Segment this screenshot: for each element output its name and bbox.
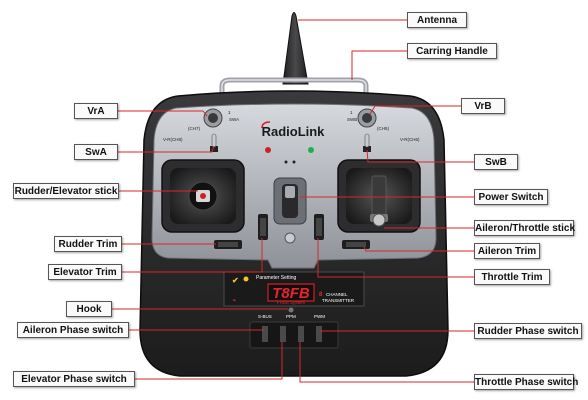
ch6-tag: V-R(CH6) [400, 137, 420, 142]
label-hook: Hook [66, 301, 112, 317]
speaker-hole [284, 160, 288, 164]
panel-indicator-icon [243, 276, 249, 282]
leader-swa [118, 145, 215, 153]
label-power-switch: Power Switch [474, 189, 548, 205]
parameter-panel: Parameter Setting ✔ T8FB FHSS System 8 C… [223, 271, 365, 307]
panel-icon: ✔ [232, 276, 239, 285]
channel-text: CHANNEL [326, 292, 348, 297]
leader-throttle-phase [299, 342, 474, 383]
port-label-sbus: S-BUS [258, 314, 272, 319]
elevator-trim[interactable] [258, 214, 268, 240]
power-switch[interactable] [273, 177, 307, 225]
transmitter-text: TRANSMITTER [322, 298, 355, 303]
ch8-tag: V-R(CH8) [163, 137, 183, 142]
center-knob [284, 232, 296, 244]
swb-position-tag: 1 [350, 110, 353, 115]
brand-logo: RadioLink [262, 124, 326, 139]
speaker-hole [292, 160, 296, 164]
vra-knob[interactable] [203, 108, 223, 128]
rudder-trim[interactable] [214, 240, 242, 249]
label-antenna: Antenna [407, 12, 467, 28]
parameter-setting-text: Parameter Setting [256, 275, 297, 281]
label-aileron-throttle-stick: Aileron/Throttle stick [474, 220, 575, 236]
panel-logo-icon: ⌁ [232, 298, 236, 304]
red-led [265, 147, 271, 153]
label-rudder-trim: Rudder Trim [54, 236, 122, 252]
green-led [308, 147, 314, 153]
port-label-ppm: PPM [286, 314, 296, 319]
label-swb: SwB [474, 154, 518, 170]
swb-switch[interactable] [363, 133, 371, 152]
vrb-knob[interactable] [357, 108, 377, 128]
label-throttle-trim: Throttle Trim [474, 269, 550, 285]
swb-tag: SWB [347, 117, 357, 122]
label-vra: VrA [74, 103, 118, 119]
swa-switch[interactable] [210, 133, 218, 152]
leader-vra [118, 110, 208, 117]
label-throttle-phase-switch: Throttle Phase switch [474, 374, 578, 390]
left-gimbal[interactable] [161, 159, 245, 233]
aileron-trim[interactable] [342, 240, 370, 249]
rudder-phase-switch[interactable] [316, 326, 322, 342]
phase-switches[interactable] [249, 321, 339, 349]
label-aileron-phase-switch: Aileron Phase switch [17, 322, 129, 338]
port-label-pwm: PWM [314, 314, 325, 319]
fhss-system-text: FHSS System [277, 300, 306, 305]
throttle-trim[interactable] [314, 214, 324, 240]
label-vrb: VrB [461, 98, 505, 114]
leader-swb [366, 149, 474, 163]
throttle-phase-switch[interactable] [298, 326, 304, 342]
right-gimbal[interactable] [337, 159, 421, 233]
ch7-tag: (CH7) [188, 126, 201, 131]
aileron-phase-switch[interactable] [262, 326, 268, 342]
elevator-phase-switch[interactable] [280, 326, 286, 342]
antenna [282, 12, 309, 85]
hook [288, 307, 294, 313]
leader-elevator-phase [135, 342, 283, 380]
model-name: T8FB [272, 285, 310, 302]
leader-vrb [369, 105, 461, 115]
swa-position-tag: 1 [228, 110, 231, 115]
label-carrying-handle: Carring Handle [407, 43, 497, 59]
label-aileron-trim: Aileron Trim [474, 243, 540, 259]
label-swa: SwA [74, 144, 118, 160]
leader-throttle-trim [317, 238, 474, 278]
leader-carrying-handle [351, 50, 407, 80]
leader-aileron-trim [363, 246, 474, 252]
label-rudder-elevator-stick: Rudder/Elevator stick [13, 183, 119, 199]
channel-badge: 8 [319, 292, 323, 298]
label-rudder-phase-switch: Rudder Phase switch [474, 323, 582, 339]
swa-tag: SWA [229, 117, 239, 122]
leader-lines [112, 19, 474, 383]
label-elevator-phase-switch: Elevator Phase switch [13, 371, 135, 387]
ch5-tag: (CH5) [377, 126, 390, 131]
label-elevator-trim: Elevator Trim [48, 264, 122, 280]
leader-elevator-trim [122, 238, 263, 273]
